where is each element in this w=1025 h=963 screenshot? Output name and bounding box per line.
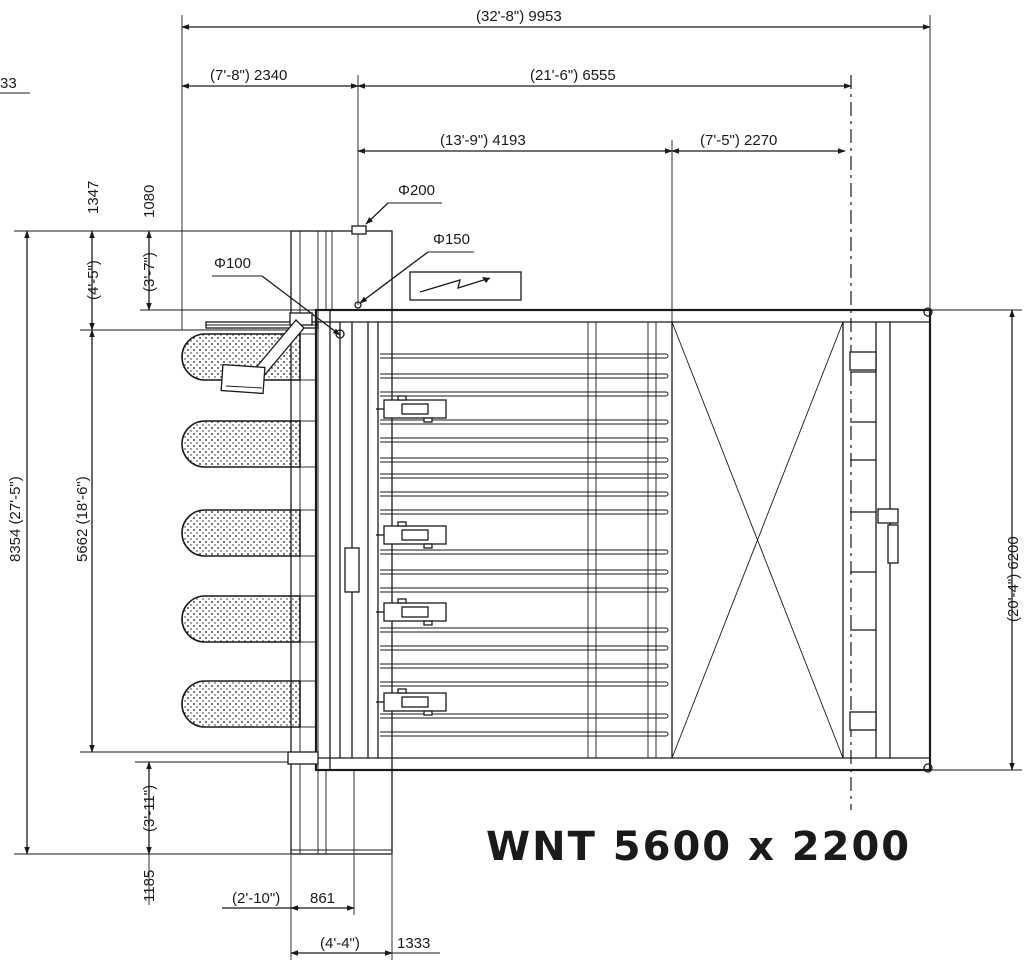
rail xyxy=(380,681,669,687)
dim-overall-height: 8354 (27'-5") xyxy=(7,230,30,855)
svg-text:Φ200: Φ200 xyxy=(398,182,435,199)
rail xyxy=(380,419,669,425)
svg-text:5662 (18'-6"): 5662 (18'-6") xyxy=(74,476,91,562)
pipe-100-callout: Φ100 xyxy=(212,255,341,336)
rail xyxy=(380,457,669,463)
svg-text:(21'-6") 6555: (21'-6") 6555 xyxy=(530,67,616,84)
loading-arm xyxy=(205,312,319,395)
rail xyxy=(380,353,669,359)
drying-chamber xyxy=(314,301,933,773)
dim-burner-span: 5662 (18'-6") xyxy=(74,329,95,753)
rail xyxy=(380,509,669,515)
svg-text:1185: 1185 xyxy=(141,870,158,902)
svg-text:1347: 1347 xyxy=(85,181,102,214)
svg-text:Φ100: Φ100 xyxy=(214,255,251,272)
rail xyxy=(380,627,669,633)
rail xyxy=(380,437,669,443)
burner-plate xyxy=(181,420,316,468)
svg-text:(4'-5"): (4'-5") xyxy=(85,260,102,300)
dim-chamber-depth: (20'-4") 6200 xyxy=(1005,309,1022,771)
svg-text:(3'-7"): (3'-7") xyxy=(141,252,158,292)
rail xyxy=(380,645,669,651)
carriage xyxy=(376,598,447,626)
drawing-title: WNT 5600 x 2200 xyxy=(486,824,911,870)
svg-text:(7'-5") 2270: (7'-5") 2270 xyxy=(700,132,777,149)
conveyor-rails xyxy=(380,353,669,737)
rail xyxy=(380,731,669,737)
dim-rack-length: (13'-9") 4193 xyxy=(357,132,673,154)
burner-plate xyxy=(181,595,316,643)
rail xyxy=(380,391,669,397)
page-reference: 33 xyxy=(0,75,17,92)
dim-rack-gap: (7'-5") 2270 xyxy=(671,132,846,154)
svg-text:Φ150: Φ150 xyxy=(433,231,470,248)
rail xyxy=(380,549,669,555)
svg-text:(7'-8") 2340: (7'-8") 2340 xyxy=(210,67,287,84)
bottom-bracket xyxy=(287,751,319,765)
burner-plate xyxy=(181,509,316,557)
svg-text:(3'-11"): (3'-11") xyxy=(141,785,158,832)
dim-1347: 1347 (4'-5") xyxy=(85,181,102,331)
rail xyxy=(380,587,669,593)
dim-overall-width: (32'-8") 9953 xyxy=(181,8,931,30)
dim-1333: (4'-4") 1333 xyxy=(290,935,440,956)
burner-plate xyxy=(181,680,316,728)
rack-carriages xyxy=(376,395,447,716)
carriage xyxy=(376,395,447,423)
rail xyxy=(380,663,669,669)
carriage xyxy=(376,688,447,716)
rail xyxy=(380,713,669,719)
rail xyxy=(380,373,669,379)
svg-text:(20'-4") 6200: (20'-4") 6200 xyxy=(1005,536,1022,622)
svg-text:1080: 1080 xyxy=(141,185,158,218)
svg-text:(2'-10"): (2'-10") xyxy=(232,890,280,907)
electrical-box xyxy=(409,271,522,301)
dim-left-section: (7'-8") 2340 xyxy=(181,67,359,89)
dim-861: (2'-10") 861 xyxy=(222,890,355,911)
svg-text:(4'-4"): (4'-4") xyxy=(320,935,360,952)
rail xyxy=(380,473,669,479)
exit-rungs xyxy=(849,351,877,731)
pipe-150-callout: Φ150 xyxy=(359,231,474,304)
rail xyxy=(380,569,669,575)
dim-1185: (3'-11") 1185 xyxy=(141,761,158,905)
svg-text:1333: 1333 xyxy=(397,935,430,952)
rung-block xyxy=(849,711,877,731)
pipe-200-callout: Φ200 xyxy=(365,182,442,225)
dim-1080: 1080 (3'-7") xyxy=(141,185,158,311)
rung-block xyxy=(849,351,877,371)
svg-text:861: 861 xyxy=(310,890,335,907)
rail xyxy=(380,491,669,497)
burner-plates xyxy=(181,333,316,728)
svg-text:(13'-9") 4193: (13'-9") 4193 xyxy=(440,132,526,149)
carriage xyxy=(376,521,447,549)
svg-text:8354 (27'-5"): 8354 (27'-5") xyxy=(7,476,24,562)
svg-text:(32'-8") 9953: (32'-8") 9953 xyxy=(476,8,562,25)
dim-right-section: (21'-6") 6555 xyxy=(357,67,852,89)
